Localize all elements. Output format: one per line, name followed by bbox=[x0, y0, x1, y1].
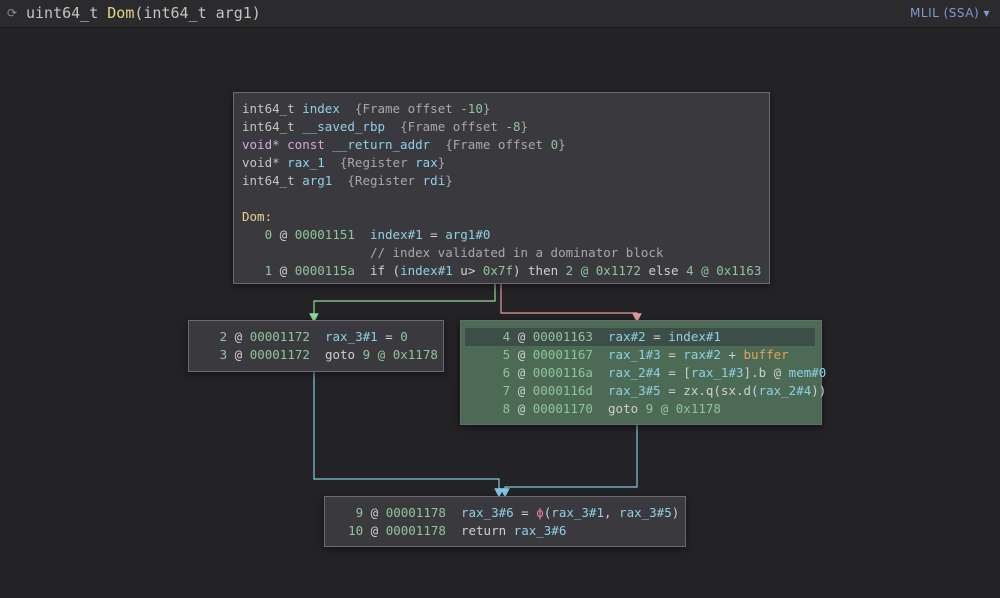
function-params: (int64_t arg1) bbox=[134, 4, 261, 22]
function-name[interactable]: Dom bbox=[107, 4, 135, 22]
var-decl-rax-1[interactable]: void* rax_1 {Register rax} bbox=[242, 155, 446, 170]
il-instruction-2[interactable]: 2 @ 00001172 rax_3#1 = 0 bbox=[219, 329, 408, 344]
entry-basic-block[interactable]: int64_t index {Frame offset -10} int64_t… bbox=[233, 92, 770, 284]
function-header: ⟳ uint64_t Dom(int64_t arg1) MLIL (SSA) … bbox=[0, 0, 1000, 28]
function-signature: uint64_t Dom(int64_t arg1) bbox=[26, 4, 261, 23]
il-comment: // index validated in a dominator block bbox=[369, 245, 664, 260]
refresh-icon[interactable]: ⟳ bbox=[6, 6, 18, 20]
blank-line bbox=[242, 190, 769, 208]
il-instruction-1[interactable]: 1 @ 0000115a if (index#1 u> 0x7f) then 2… bbox=[264, 263, 762, 278]
return-type: uint64_t bbox=[26, 4, 99, 22]
edge-left-to-exit bbox=[313, 372, 504, 498]
il-instruction-4[interactable]: 4 @ 00001163 rax#2 = index#1 bbox=[465, 328, 815, 346]
graph-edges bbox=[309, 284, 642, 498]
il-instruction-0[interactable]: 0 @ 00001151 index#1 = arg1#0 bbox=[264, 227, 491, 242]
edge-right-to-exit bbox=[500, 425, 638, 498]
block-label[interactable]: Dom: bbox=[242, 209, 273, 224]
false-branch-block[interactable]: 4 @ 00001163 rax#2 = index#1 5 @ 0000116… bbox=[460, 320, 827, 425]
var-decl-saved-rbp[interactable]: int64_t __saved_rbp {Frame offset -8} bbox=[242, 119, 529, 134]
il-level-dropdown[interactable]: MLIL (SSA) ▾ bbox=[910, 6, 990, 20]
phi-symbol: ϕ bbox=[536, 505, 544, 520]
edge-true bbox=[309, 284, 496, 323]
edge-false bbox=[500, 284, 642, 323]
il-instruction-7[interactable]: 7 @ 0000116d rax_3#5 = zx.q(sx.d(rax_2#4… bbox=[502, 383, 827, 398]
true-branch-block[interactable]: 2 @ 00001172 rax_3#1 = 0 3 @ 00001172 go… bbox=[188, 320, 444, 372]
il-instruction-10[interactable]: 10 @ 00001178 return rax_3#6 bbox=[348, 523, 567, 538]
graph-canvas[interactable]: int64_t index {Frame offset -10} int64_t… bbox=[0, 28, 1000, 598]
il-instruction-5[interactable]: 5 @ 00001167 rax_1#3 = rax#2 + buffer bbox=[502, 347, 789, 362]
var-decl-arg1[interactable]: int64_t arg1 {Register rdi} bbox=[242, 173, 453, 188]
il-instruction-6[interactable]: 6 @ 0000116a rax_2#4 = [rax_1#3].b @ mem… bbox=[502, 365, 827, 380]
var-decl-return-addr[interactable]: void* const __return_addr {Frame offset … bbox=[242, 137, 566, 152]
il-instruction-3[interactable]: 3 @ 00001172 goto 9 @ 0x1178 bbox=[219, 347, 438, 362]
il-instruction-9[interactable]: 9 @ 00001178 rax_3#6 = ϕ(rax_3#1, rax_3#… bbox=[355, 505, 680, 520]
exit-basic-block[interactable]: 9 @ 00001178 rax_3#6 = ϕ(rax_3#1, rax_3#… bbox=[324, 496, 686, 547]
var-decl-index[interactable]: int64_t index {Frame offset -10} bbox=[242, 101, 491, 116]
il-instruction-8[interactable]: 8 @ 00001170 goto 9 @ 0x1178 bbox=[502, 401, 721, 416]
